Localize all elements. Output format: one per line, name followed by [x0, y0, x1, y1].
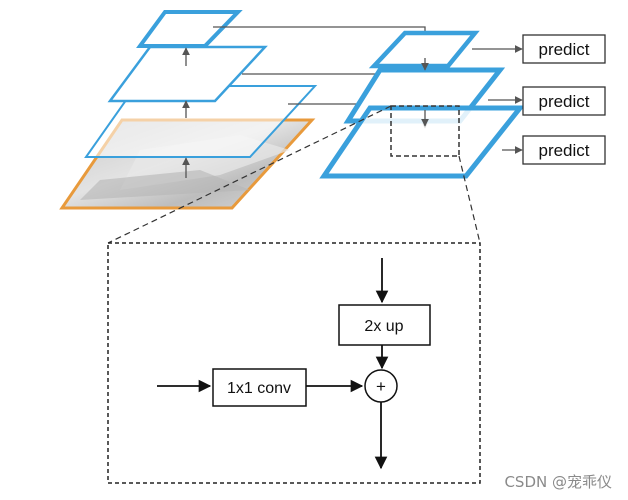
upsample-box: 2x up [338, 304, 431, 346]
predict-label-1: predict [538, 40, 589, 59]
top-down-level-3 [319, 105, 526, 179]
zoom-region-box [390, 105, 460, 157]
predict-arrows [472, 45, 523, 154]
predict-box-2: predict [522, 86, 606, 116]
watermark: CSDN @宠乖仪 [504, 473, 612, 491]
merge-symbol: + [376, 377, 386, 396]
bottom-up-level-2 [107, 45, 268, 103]
upsample-label: 2x up [364, 318, 403, 335]
predict-box-1: predict [522, 34, 606, 64]
merge-node: + [364, 369, 398, 403]
predict-box-3: predict [522, 135, 606, 165]
conv-box: 1x1 conv [212, 368, 307, 407]
conv-label: 1x1 conv [227, 380, 291, 397]
predict-label-3: predict [538, 141, 589, 160]
bottom-up-level-3 [84, 85, 318, 158]
zoom-callout-lines [107, 105, 481, 244]
top-down-level-1 [368, 30, 480, 69]
bottom-up-level-1 [136, 10, 243, 48]
detail-box [107, 242, 481, 484]
predict-label-2: predict [538, 92, 589, 111]
